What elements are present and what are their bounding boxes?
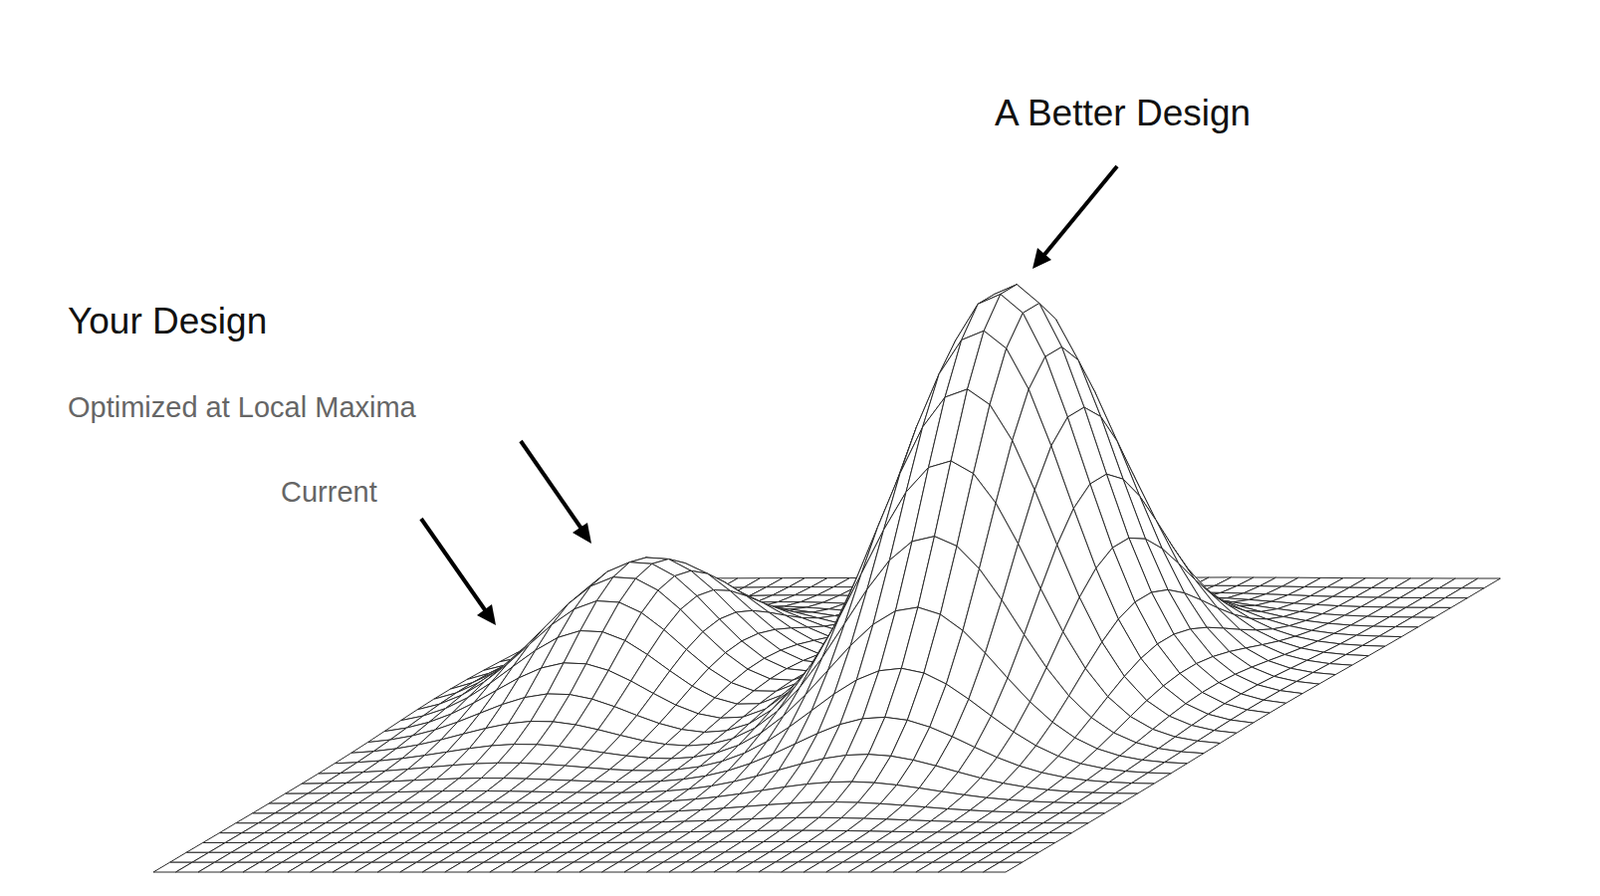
mesh-cell	[1016, 843, 1056, 854]
arrow-head	[1032, 247, 1052, 269]
current-label: Current	[280, 476, 378, 509]
mesh-cell	[1132, 772, 1171, 784]
mesh-cell	[1180, 740, 1220, 753]
leader-line	[520, 441, 582, 529]
subtitle-label: Optimized at Local Maxima	[67, 392, 417, 425]
mesh-cell	[1411, 607, 1451, 618]
leader-line	[421, 518, 486, 612]
mesh-cell	[1346, 645, 1385, 656]
mesh-cell	[1065, 813, 1105, 824]
mesh-cell	[1444, 588, 1484, 599]
mesh-cell	[1147, 762, 1187, 774]
mesh-cell	[983, 862, 1023, 873]
mesh-cell	[1115, 783, 1154, 795]
mesh-cell	[1378, 627, 1418, 638]
mesh-cell	[1082, 803, 1122, 814]
mesh-cell	[1098, 793, 1138, 804]
mesh-cell	[1164, 751, 1204, 764]
leader-line	[1043, 166, 1118, 256]
mesh-cell	[1395, 617, 1435, 628]
mesh-cell	[1461, 578, 1501, 589]
leader-arrows	[421, 166, 1118, 626]
wireframe-surface	[153, 284, 1501, 873]
mesh-cell	[1032, 833, 1072, 844]
mesh-cell	[1049, 823, 1089, 834]
mesh-cell	[999, 852, 1039, 863]
design-label: A Better Design	[994, 93, 1251, 135]
arrow-head	[572, 522, 592, 544]
mesh-cell	[1363, 636, 1402, 647]
arrow-head	[476, 604, 496, 626]
mesh-cell	[1428, 598, 1468, 609]
design-label: Your Design	[67, 301, 267, 343]
